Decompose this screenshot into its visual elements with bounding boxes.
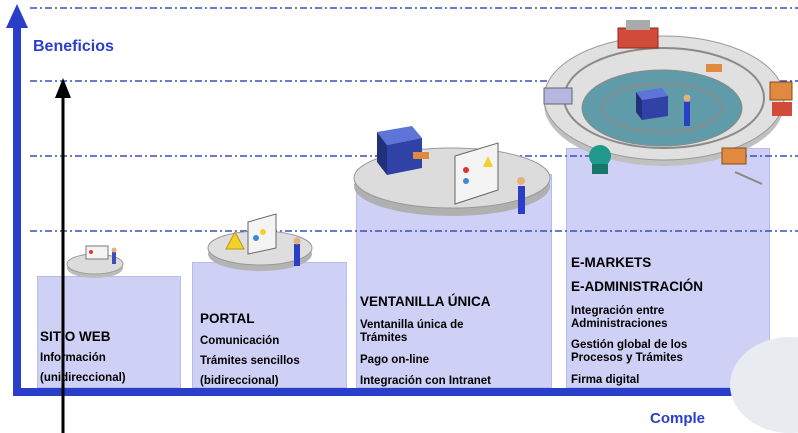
ventanilla-line: Pago on-line bbox=[360, 354, 429, 366]
x-axis bbox=[13, 388, 798, 396]
y-axis-label: Beneficios bbox=[33, 38, 114, 55]
portal-line: Trámites sencillos bbox=[200, 355, 300, 367]
e-administracion-line: Gestión global de los bbox=[571, 339, 688, 351]
sitio-web-line: (unidireccional) bbox=[40, 372, 126, 384]
corner-logo-fragment bbox=[730, 337, 798, 433]
ventanilla-title: VENTANILLA ÚNICA bbox=[360, 294, 491, 309]
column-e-administracion bbox=[566, 148, 770, 388]
ventanilla-illustration bbox=[353, 126, 551, 216]
y-axis-arrowhead bbox=[6, 4, 28, 28]
portal-line: (bidireccional) bbox=[200, 375, 279, 387]
x-axis-label: Comple bbox=[650, 410, 706, 427]
e-markets-title: E-MARKETS bbox=[571, 255, 652, 270]
sitio-web-title: SITIO WEB bbox=[40, 329, 111, 344]
e-administracion-line: Procesos y Trámites bbox=[571, 352, 683, 364]
ventanilla-line: Integración con Intranet bbox=[360, 375, 491, 387]
pointer-arrowhead bbox=[55, 78, 71, 98]
portal-line: Comunicación bbox=[200, 335, 280, 347]
e-administracion-line: Administraciones bbox=[571, 318, 668, 330]
column-sitio-web bbox=[37, 276, 181, 388]
e-administracion-illustration bbox=[543, 20, 793, 185]
e-administracion-line: Firma digital bbox=[571, 374, 640, 386]
column-portal bbox=[192, 262, 347, 388]
sitio-web-line: Información bbox=[40, 352, 106, 364]
portal-illustration bbox=[207, 213, 313, 271]
ventanilla-line: Trámites bbox=[360, 332, 408, 344]
e-administracion-line: Integración entre bbox=[571, 305, 665, 317]
ventanilla-line: Ventanilla única de bbox=[360, 319, 464, 331]
y-axis bbox=[13, 24, 21, 396]
portal-title: PORTAL bbox=[200, 311, 255, 326]
sitio-web-illustration bbox=[66, 245, 124, 278]
e-administracion-title: E-ADMINISTRACIÓN bbox=[571, 279, 703, 294]
